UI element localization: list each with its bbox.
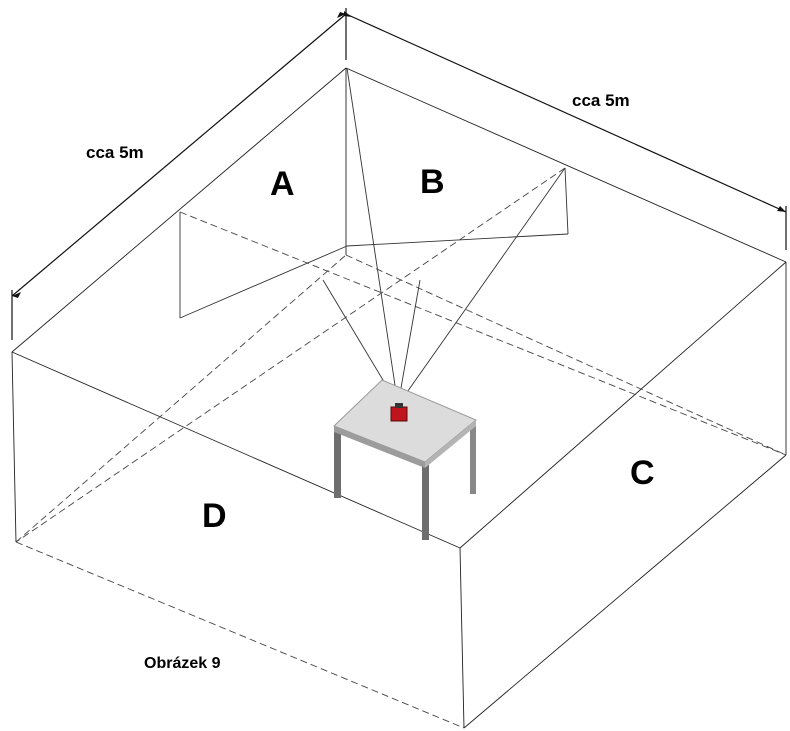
laser-lines <box>15 67 787 543</box>
table-leg-front-right <box>422 456 429 540</box>
floor-lines <box>15 254 787 543</box>
room-outline <box>11 67 787 729</box>
wall-label-d: D <box>202 497 227 535</box>
wall-label-c: C <box>630 454 655 492</box>
table-leg-front-left <box>334 426 341 498</box>
figure-caption: Obrázek 9 <box>144 655 221 672</box>
laser-device-icon <box>390 403 408 422</box>
dimension-label-top: cca 5m <box>572 91 630 110</box>
table <box>333 379 477 540</box>
table-leg-back-right <box>470 422 476 494</box>
wall-label-b: B <box>420 163 445 201</box>
table-edge-side <box>425 420 476 468</box>
dimension-label-left: cca 5m <box>86 143 144 162</box>
dimension-lines <box>11 8 787 340</box>
table-edge-front <box>334 426 425 468</box>
wall-label-a: A <box>270 165 295 203</box>
